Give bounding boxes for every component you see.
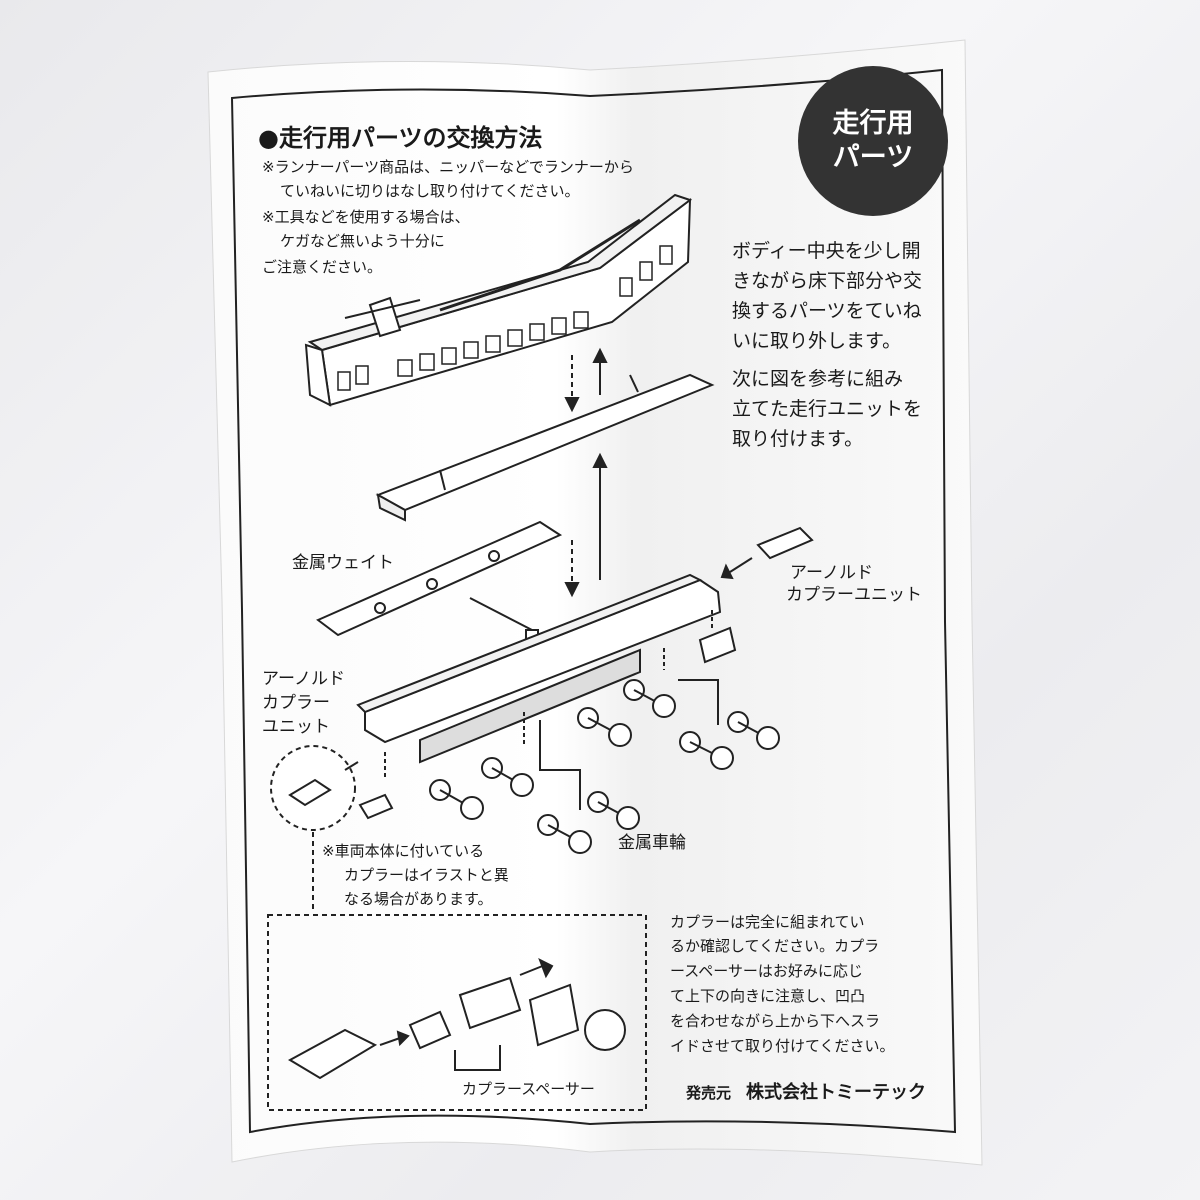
note-line-4: ケガなど無いよう十分に <box>280 232 445 250</box>
metal-weight-label: 金属ウェイト <box>292 553 394 573</box>
page-title: ●走行用パーツの交換方法 <box>258 124 543 152</box>
floor-part-drawing <box>375 373 715 522</box>
coupler-detail-circle <box>270 745 394 912</box>
instruction-line-3: 換するパーツをていね <box>732 300 922 322</box>
instruction-line-4: いに取り外します。 <box>732 330 902 352</box>
coupler-text-line-2: るか確認してください。カプラ <box>670 937 880 955</box>
coupler-text-line-4: て上下の向きに注意し、凹凸 <box>670 987 866 1005</box>
wheels-drawing <box>429 679 780 854</box>
caution-line-1: ※車両本体に付いている <box>322 842 485 860</box>
coupler-text-line-5: を合わせながら上から下へスラ <box>670 1012 881 1030</box>
note-line-3: ※工具などを使用する場合は、 <box>262 208 470 226</box>
arnold-left-label-2: カプラー <box>262 693 330 713</box>
badge-line-2: パーツ <box>832 142 914 173</box>
note-line-2: ていねいに切りはなし取り付けてください。 <box>280 182 580 200</box>
note-line-5: ご注意ください。 <box>262 258 383 276</box>
coupler-text-line-1: カプラーは完全に組まれてい <box>670 913 865 931</box>
footer-company: 株式会社トミーテック <box>746 1082 926 1103</box>
coupler-spacer-label: カプラースペーサー <box>462 1080 595 1098</box>
instruction-line-2: きながら床下部分や交 <box>732 270 923 292</box>
arnold-left-label-3: ユニット <box>262 717 330 737</box>
instruction-line-7: 取り付けます。 <box>732 428 864 450</box>
caution-line-2: カプラーはイラストと異 <box>344 866 509 884</box>
caution-line-3: なる場合があります。 <box>344 890 493 908</box>
arnold-left-label-1: アーノルド <box>262 669 345 689</box>
footer-seller-label: 発売元 <box>686 1084 732 1102</box>
instruction-line-5: 次に図を参考に組み <box>732 368 904 390</box>
badge-line-1: 走行用 <box>832 108 914 139</box>
instruction-line-1: ボディー中央を少し開 <box>732 240 921 262</box>
coupler-unit-right-drawing <box>698 526 814 664</box>
note-line-1: ※ランナーパーツ商品は、ニッパーなどでランナーから <box>262 158 634 176</box>
running-parts-badge: 走行用 パーツ <box>798 66 948 216</box>
metal-wheels-label: 金属車輪 <box>618 833 686 853</box>
instruction-line-6: 立てた走行ユニットを <box>732 398 923 420</box>
coupler-text-line-6: イドさせて取り付けてください。 <box>670 1037 895 1055</box>
coupler-text-line-3: ースペーサーはお好みに応じ <box>670 962 863 980</box>
coupler-spacer-detail <box>267 914 647 1111</box>
train-body-drawing <box>304 193 693 407</box>
arnold-right-label-1: アーノルド <box>790 563 873 583</box>
chassis-drawing <box>356 573 722 764</box>
arnold-right-label-2: カプラーユニット <box>786 585 922 605</box>
